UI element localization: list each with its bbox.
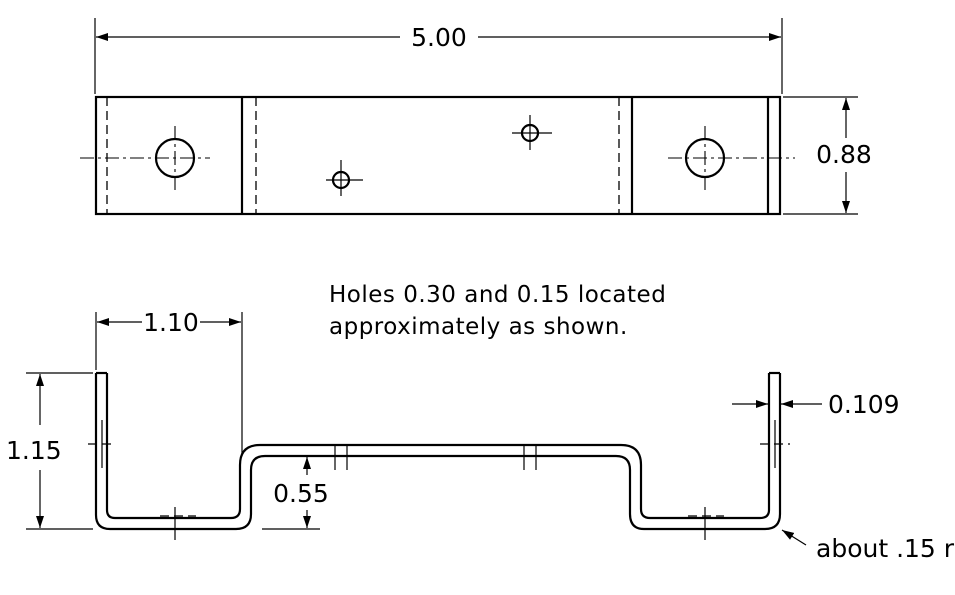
dimension-offset: 0.55 [262,457,329,530]
overall-length-label: 5.00 [411,23,467,52]
large-hole-left [80,126,210,190]
small-hole-lower [326,160,363,196]
flange-length-label: 1.10 [143,308,199,337]
bend-radius-callout: about .15 r [781,529,955,563]
note-line-2: approximately as shown. [329,314,628,340]
dimension-width: 0.88 [783,96,872,215]
offset-label: 0.55 [273,479,329,508]
dimension-thickness: 0.109 [732,390,900,419]
dimension-height: 1.15 [6,372,93,530]
side-view: 1.10 1.15 0.55 0.109 about .15 r [6,308,955,563]
bracket-profile-inner [105,373,771,520]
holes-note: Holes 0.30 and 0.15 located approximatel… [329,282,666,340]
note-line-1: Holes 0.30 and 0.15 located [329,282,666,308]
top-view: 5.00 0.88 [80,18,872,216]
side-hole-hidden-lines [88,420,790,540]
height-label: 1.15 [6,436,62,465]
plate-outline [94,95,782,216]
dimension-flange-length: 1.10 [95,308,243,456]
width-label: 0.88 [816,140,872,169]
bracket-profile-outer [94,373,782,531]
large-hole-right [668,126,795,190]
dimension-overall-length: 5.00 [94,18,783,94]
thickness-label: 0.109 [828,390,900,419]
small-hole-upper [512,115,552,150]
bend-radius-label: about .15 r [816,534,955,563]
